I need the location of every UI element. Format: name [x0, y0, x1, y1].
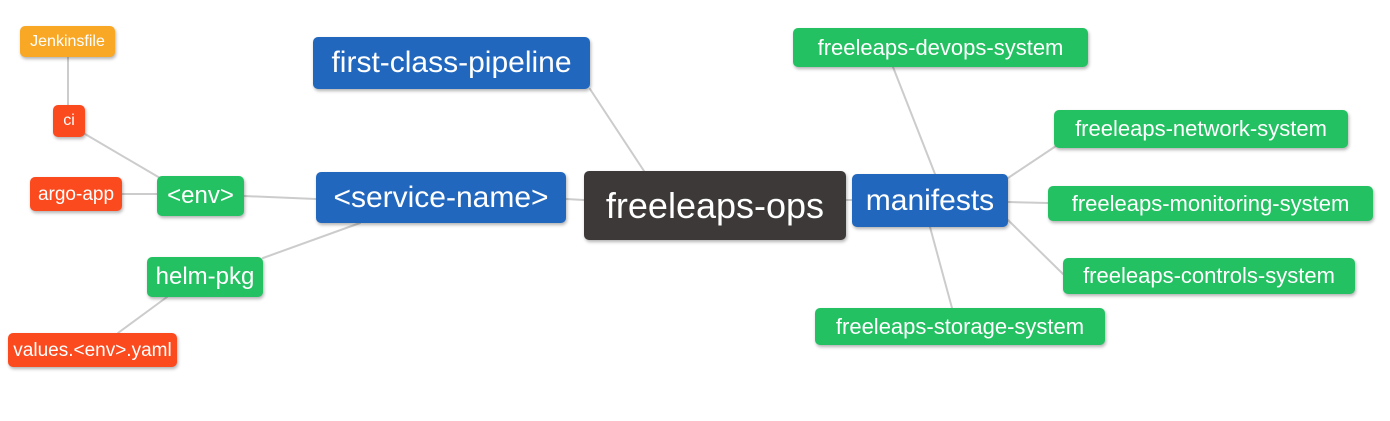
node-argo-app[interactable]: argo-app: [30, 177, 122, 211]
edge-manifests-to-freeleaps-monitoring-system: [1007, 201, 1049, 204]
node-ci[interactable]: ci: [53, 105, 85, 137]
node-freeleaps-controls-system[interactable]: freeleaps-controls-system: [1063, 258, 1355, 294]
node-env[interactable]: <env>: [157, 176, 244, 216]
edge-manifests-to-freeleaps-network-system: [1007, 145, 1057, 179]
edge-manifests-to-freeleaps-controls-system: [1007, 219, 1064, 275]
edge-env-to-service-name: [243, 195, 317, 200]
node-first-class-pipeline[interactable]: first-class-pipeline: [313, 37, 590, 89]
node-jenkinsfile[interactable]: Jenkinsfile: [20, 26, 115, 57]
node-freeleaps-monitoring-system[interactable]: freeleaps-monitoring-system: [1048, 186, 1373, 221]
node-freeleaps-network-system[interactable]: freeleaps-network-system: [1054, 110, 1348, 148]
node-values-env-yaml[interactable]: values.<env>.yaml: [8, 333, 177, 367]
node-freeleaps-ops[interactable]: freeleaps-ops: [584, 171, 846, 240]
edge-service-name-to-helm-pkg: [262, 222, 361, 259]
edge-service-name-to-freeleaps-ops: [565, 198, 585, 201]
node-manifests[interactable]: manifests: [852, 174, 1008, 227]
edge-ci-to-env: [84, 133, 161, 179]
node-helm-pkg[interactable]: helm-pkg: [147, 257, 263, 297]
node-freeleaps-devops-system[interactable]: freeleaps-devops-system: [793, 28, 1088, 67]
node-freeleaps-storage-system[interactable]: freeleaps-storage-system: [815, 308, 1105, 345]
edge-freeleaps-devops-system-to-manifests: [892, 66, 936, 175]
node-service-name[interactable]: <service-name>: [316, 172, 566, 223]
edge-helm-pkg-to-values-env-yaml: [117, 296, 168, 334]
edge-manifests-to-freeleaps-storage-system: [929, 226, 953, 309]
edge-first-class-pipeline-to-freeleaps-ops: [589, 88, 645, 172]
